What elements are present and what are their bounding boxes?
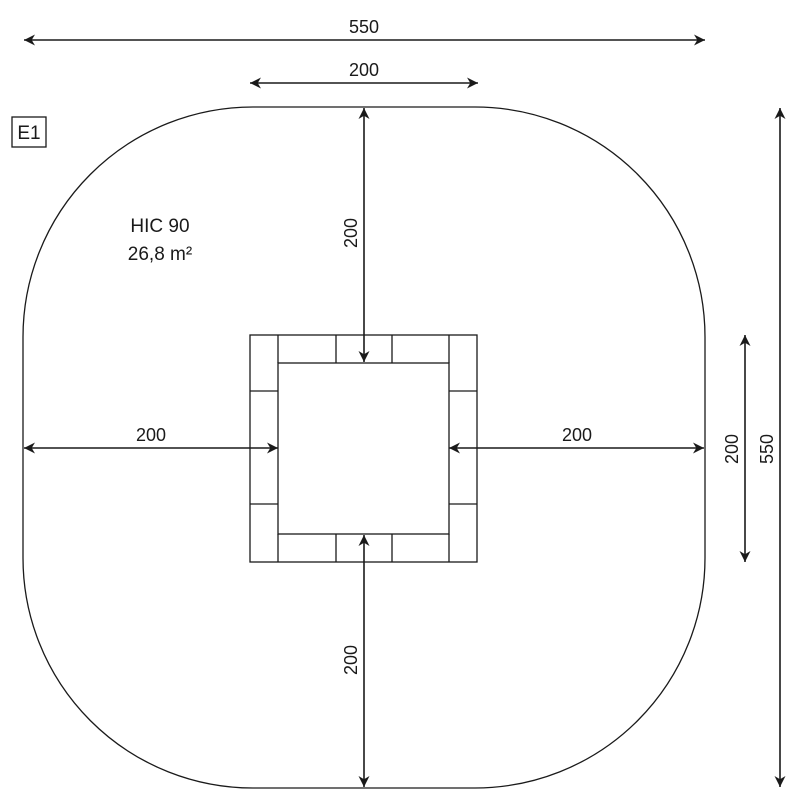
right-clearance-label: 200 — [562, 425, 592, 445]
central-frame — [249, 334, 478, 563]
bottom-clearance-label: 200 — [341, 645, 361, 675]
tag-box — [11, 116, 47, 148]
safety-zone-outline — [22, 106, 706, 789]
top-clearance-label: 200 — [341, 218, 361, 248]
surface-area-label: 26,8 m² — [128, 244, 192, 265]
surface-type-label: HIC 90 — [130, 216, 189, 237]
left-clearance-label: 200 — [136, 425, 166, 445]
top-width-label: 200 — [349, 60, 379, 80]
overall-height-label: 550 — [757, 434, 777, 464]
overall-width-label: 550 — [349, 17, 379, 37]
frame-height-label: 200 — [722, 434, 742, 464]
tag-label: E1 — [17, 123, 40, 144]
